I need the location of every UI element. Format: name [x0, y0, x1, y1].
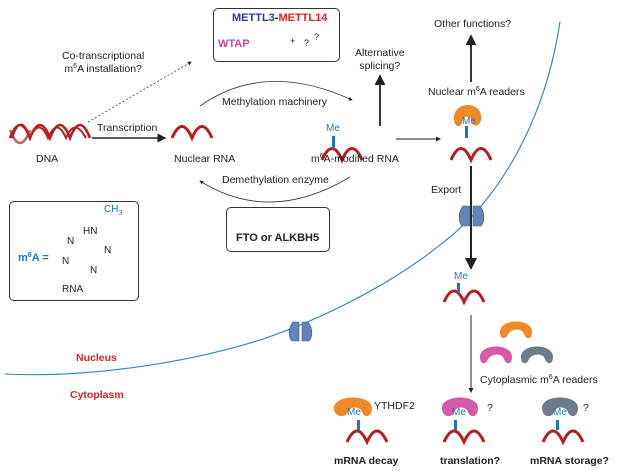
mettl3-label: METTL3: [232, 12, 275, 24]
me-label-storage: Me: [553, 407, 567, 418]
decay-complex-icon: [334, 397, 389, 446]
me-label-decay: Me: [347, 407, 361, 418]
n-label-4: N: [90, 265, 98, 276]
methylation-arrow: [199, 80, 353, 107]
unknown-mark-1: ?: [304, 38, 310, 48]
mettl14-label: METTL14: [278, 12, 328, 24]
reader-gray-icon: [521, 346, 553, 364]
storage-complex-icon: [541, 397, 585, 446]
co-transcriptional-label: Co-transcriptional m6A installation?: [62, 50, 145, 76]
translation-complex-icon: [442, 397, 486, 446]
nuclear-readers-label: Nuclear m6A readers: [428, 86, 525, 98]
m6a-structure-box: [9, 201, 139, 301]
me-label-3: Me: [454, 271, 468, 282]
nucleus-label: Nucleus: [76, 352, 117, 364]
demethylation-enzyme-label: Demethylation enzyme: [222, 174, 329, 186]
other-functions-label: Other functions?: [434, 18, 512, 30]
reader-pink-icon: [480, 346, 512, 364]
cytoplasm-label: Cytoplasm: [70, 389, 124, 401]
reader-orange-icon: [500, 321, 532, 339]
alternative-splicing-label: Alternative splicing?: [355, 47, 405, 73]
me-label-1: Me: [326, 123, 340, 134]
ythdf2-label: YTHDF2: [374, 400, 415, 412]
mrna-storage-label: mRNA storage?: [530, 455, 609, 467]
writer-complex-title: METTL3-METTL14: [232, 12, 327, 26]
nuclear-rna-label: Nuclear RNA: [174, 153, 236, 165]
ch3-label: CH3: [104, 204, 123, 217]
cytoplasmic-readers-label: Cytoplasmic m6A readers: [480, 374, 598, 386]
demethylation-arrow: [199, 176, 351, 203]
translation-label: translation?: [440, 455, 501, 467]
export-label: Export: [431, 184, 462, 196]
me-label-translation: Me: [452, 407, 466, 418]
nuclear-reader-complex-icon: [449, 105, 493, 164]
structure-rna-label: RNA: [62, 284, 84, 295]
mrna-decay-label: mRNA decay: [334, 455, 399, 467]
methylation-machinery-label: Methylation machinery: [222, 96, 328, 108]
nuclear-pore-icon-2: [288, 321, 313, 342]
m6a-equals-label: m6A =: [18, 252, 49, 264]
nuclear-pore-icon: [458, 205, 485, 227]
m6a-modified-rna-icon: [320, 136, 364, 164]
transcription-label: Transcription: [97, 122, 158, 134]
wtap-label: WTAP: [218, 38, 250, 50]
nuclear-envelope: [4, 21, 561, 376]
m6a-modified-rna-label: m6A-modified RNA: [311, 153, 399, 165]
unknown-mark-2: ?: [314, 32, 320, 42]
dna-label: DNA: [36, 153, 59, 165]
n-label-1: N: [67, 236, 75, 247]
cytoplasmic-rna-icon: [442, 283, 486, 306]
writer-complex-box: [213, 8, 340, 62]
storage-question: ?: [583, 402, 589, 414]
eraser-box: [226, 207, 330, 252]
n-label-2: N: [104, 245, 112, 256]
nuclear-rna-icon: [170, 125, 214, 142]
translation-question: ?: [487, 402, 493, 414]
dash: -: [274, 12, 279, 24]
me-label-2: Me: [462, 116, 476, 127]
dna-helix-icon: [8, 123, 92, 145]
hn-label: HN: [83, 226, 98, 237]
plus-sign: +: [290, 36, 296, 46]
n-label-3: N: [62, 256, 70, 267]
eraser-label: FTO or ALKBH5: [236, 232, 320, 244]
